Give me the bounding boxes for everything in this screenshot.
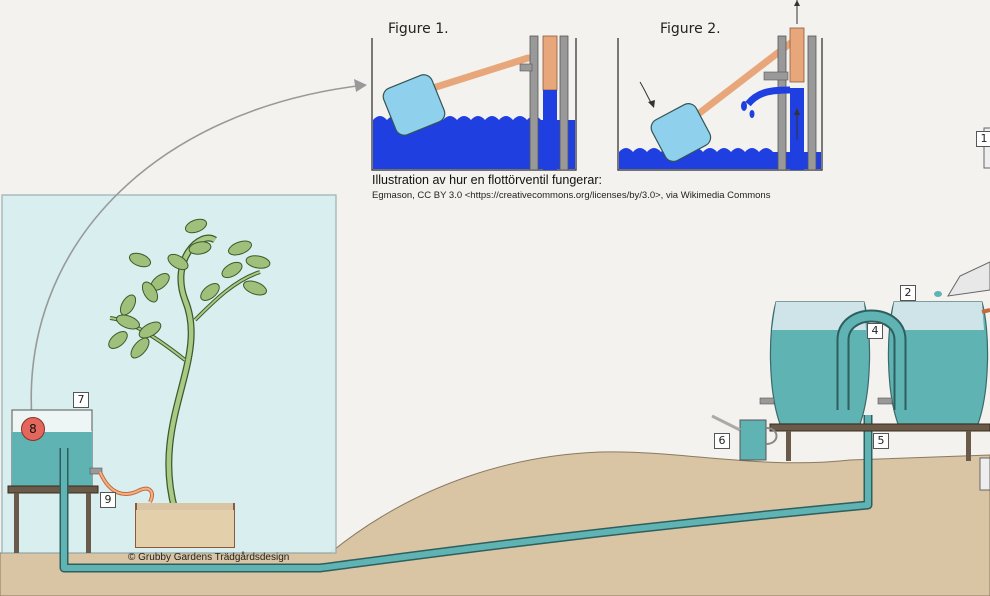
label-9: 9	[100, 492, 116, 508]
figure-2-illustration	[617, 0, 823, 171]
figure-2-title: Figure 2.	[660, 21, 721, 37]
label-6: 6	[714, 433, 730, 449]
downspout	[947, 261, 990, 297]
figure-1-illustration	[371, 35, 577, 171]
attribution-text: Egmason, CC BY 3.0 <https://creativecomm…	[372, 190, 771, 201]
label-7: 7	[73, 392, 89, 408]
rain-barrels	[759, 301, 990, 461]
caption-text: Illustration av hur en flottörventil fun…	[372, 173, 602, 187]
figure-1-title: Figure 1.	[388, 21, 449, 37]
inlet-pipe	[983, 127, 990, 169]
watering-can	[711, 414, 778, 461]
label-5: 5	[873, 433, 889, 449]
copyright-text: © Grubby Gardens Trädgårdsdesign	[128, 552, 290, 563]
label-1: 1	[976, 131, 990, 147]
right-edge-post	[979, 457, 990, 491]
label-4: 4	[867, 323, 883, 339]
label-8: 8	[21, 417, 45, 441]
pointer-arrowhead	[354, 79, 367, 92]
plant	[108, 218, 271, 511]
label-2: 2	[900, 285, 916, 301]
pointer-arc	[30, 84, 366, 421]
ground	[0, 451, 990, 596]
